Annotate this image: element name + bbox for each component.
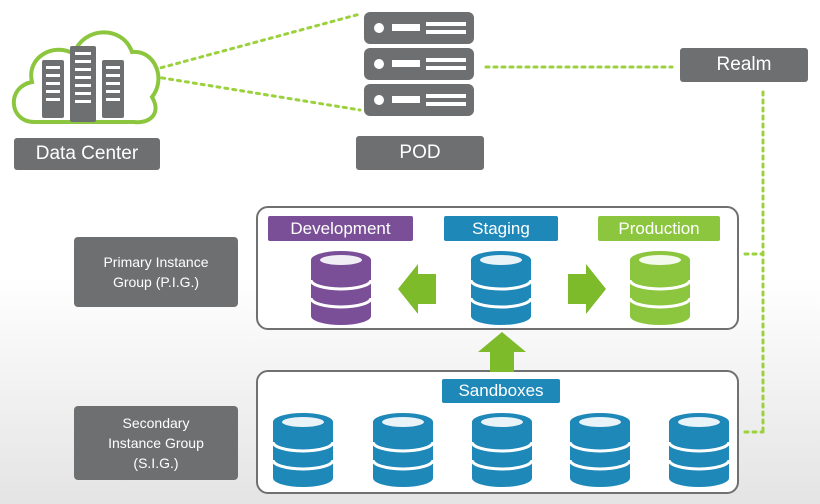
cloud-datacenter-icon	[11, 30, 161, 125]
staging-tag: Staging	[444, 216, 558, 241]
realm-label: Realm	[680, 48, 808, 82]
sandbox-database-icon-4	[568, 411, 632, 489]
development-database-icon	[309, 249, 373, 327]
sandbox-database-icon-1	[271, 411, 335, 489]
sandbox-database-icon-3	[470, 411, 534, 489]
production-tag: Production	[598, 216, 720, 241]
secondary-instance-group-label: Secondary Instance Group (S.I.G.)	[74, 406, 238, 480]
arrow-left-icon	[398, 264, 436, 314]
arrow-up-icon	[478, 332, 526, 372]
production-database-icon	[628, 249, 692, 327]
staging-database-icon	[469, 249, 533, 327]
development-tag: Development	[268, 216, 413, 241]
sandboxes-tag: Sandboxes	[442, 379, 560, 403]
pod-label: POD	[356, 136, 484, 170]
server-rack-icon	[364, 12, 474, 116]
arrow-right-icon	[568, 264, 606, 314]
datacenter-to-pod-line-bottom	[136, 72, 362, 112]
data-center-label: Data Center	[14, 138, 160, 170]
sandbox-database-icon-5	[667, 411, 731, 489]
primary-instance-group-label: Primary Instance Group (P.I.G.)	[74, 237, 238, 307]
sandbox-database-icon-2	[371, 411, 435, 489]
datacenter-to-pod-line-top	[136, 12, 362, 76]
